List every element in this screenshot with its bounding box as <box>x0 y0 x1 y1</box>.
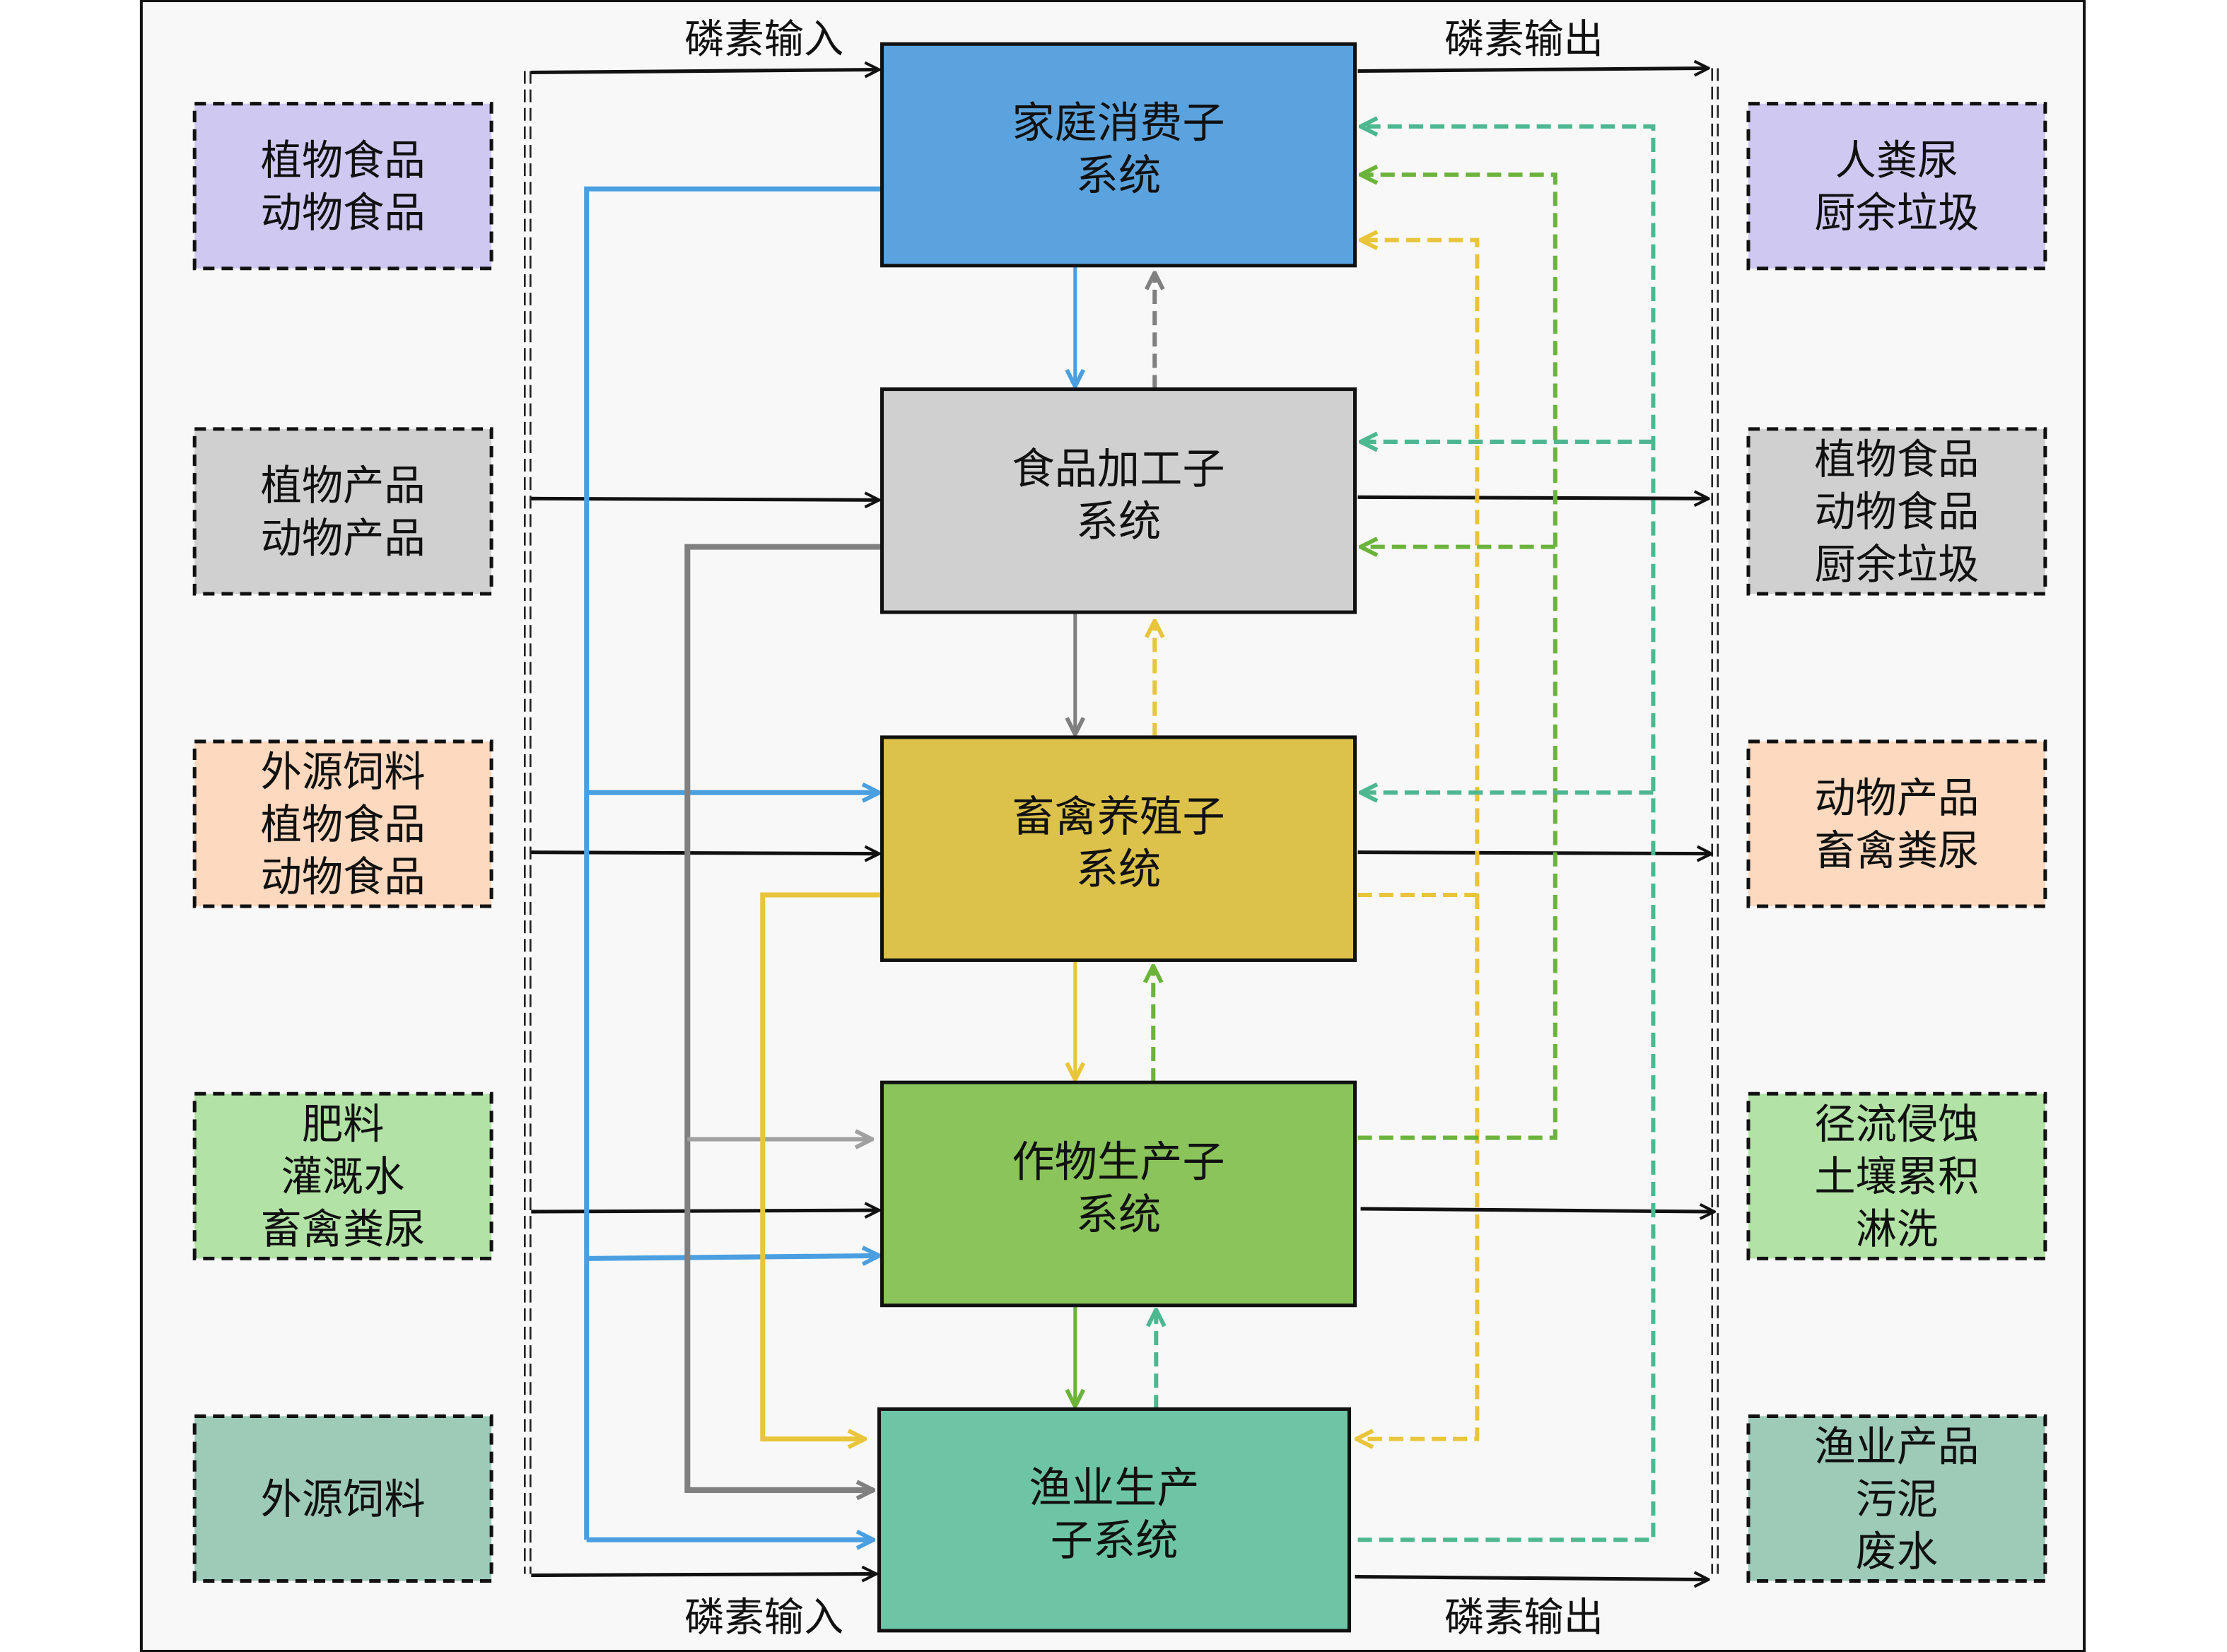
output-sink-1-label-line: 厨余垃圾 <box>1814 189 1979 237</box>
livestock-flows <box>760 240 1480 1439</box>
output-sink-3-label-line: 畜禽粪尿 <box>1814 826 1979 874</box>
subsystem-household-label-line: 家庭消费子 <box>1012 99 1224 148</box>
output-sink-2-label-line: 植物食品 <box>1814 435 1979 484</box>
input-source-4-label-line: 肥料 <box>302 1100 384 1148</box>
food-processing-flows <box>684 273 1155 1490</box>
input-source-2-label-line: 植物产品 <box>261 462 426 510</box>
output-sink-3-rect <box>1746 739 2047 908</box>
subsystem-food-processing-rect <box>880 387 1357 614</box>
system-boundary-left <box>523 71 532 1574</box>
input-arrow-livestock <box>531 853 879 854</box>
input-source-5-label-line: 外源饲料 <box>261 1475 426 1523</box>
subsystem-livestock-label-line: 畜禽养殖子 <box>1012 792 1224 842</box>
flow-label-input-top: 磷素输入 <box>684 16 843 62</box>
output-sink-5-label-line: 污泥 <box>1856 1475 1938 1523</box>
input-source-2-rect <box>192 427 493 596</box>
output-sink-5-label-line: 废水 <box>1856 1528 1938 1576</box>
external-input-arrows <box>531 69 879 1575</box>
flow-label-output-bottom: 磷素输出 <box>1444 1595 1603 1641</box>
input-source-1-label-line: 动物食品 <box>261 189 426 237</box>
output-sink-2-rect <box>1746 427 2047 596</box>
input-source-2-label-line: 动物产品 <box>261 514 426 562</box>
household-flows <box>584 186 1075 1540</box>
output-arrow-food-processing <box>1357 497 1709 498</box>
input-source-5-rect <box>192 1414 493 1583</box>
subsystem-livestock-label-line: 系统 <box>1076 845 1162 895</box>
subsystem-crop-label-line: 作物生产子 <box>1012 1138 1224 1188</box>
fishery-flows <box>1156 127 1656 1542</box>
output-sink-3-label-line: 动物产品 <box>1814 774 1979 822</box>
subsystem-livestock-rect <box>880 735 1357 962</box>
subsystem-fishery-label-line: 子系统 <box>1051 1516 1179 1566</box>
flow-label-input-bottom: 磷素输入 <box>684 1595 843 1641</box>
subsystem-food-processing-label-line: 食品加工子 <box>1012 445 1224 494</box>
output-arrow-fishery <box>1355 1576 1709 1579</box>
output-arrow-household <box>1357 68 1709 71</box>
input-source-5: 外源饲料 <box>192 1414 493 1583</box>
input-source-4-label-line: 灌溉水 <box>281 1153 405 1201</box>
output-sink-2-label-line: 动物食品 <box>1814 488 1979 536</box>
flow-label-output-top: 磷素输出 <box>1444 16 1603 62</box>
input-arrow-food-processing <box>531 498 879 500</box>
output-sink-4-label-line: 土壤累积 <box>1814 1153 1979 1201</box>
output-sink-1-rect <box>1746 102 2047 271</box>
output-sink-1-label-line: 人粪尿 <box>1835 136 1959 184</box>
output-sink-4-rect <box>1746 1091 2047 1260</box>
output-sink-5-rect <box>1746 1414 2047 1583</box>
output-sink-5-label-line: 渔业产品 <box>1814 1422 1979 1470</box>
subsystem-fishery-label-line: 渔业生产 <box>1029 1464 1199 1513</box>
input-source-1-label-line: 植物食品 <box>261 136 426 184</box>
system-boundary-right <box>1711 68 1719 1574</box>
input-arrow-fishery <box>531 1574 876 1575</box>
input-arrow-household <box>531 69 879 72</box>
input-source-3-rect <box>192 739 493 908</box>
input-source-4-label-line: 畜禽粪尿 <box>261 1205 426 1253</box>
subsystem-household-rect <box>880 42 1357 268</box>
subsystem-household-label-line: 系统 <box>1076 151 1162 201</box>
subsystem-food-processing-label-line: 系统 <box>1076 497 1162 546</box>
output-arrow-livestock <box>1357 853 1712 854</box>
subsystem-crop-label-line: 系统 <box>1076 1190 1162 1240</box>
output-sink-2-label-line: 厨余垃圾 <box>1814 541 1979 589</box>
input-arrow-crop <box>531 1210 879 1212</box>
subsystem-crop-rect <box>880 1080 1357 1308</box>
output-sink-4-label-line: 径流侵蚀 <box>1814 1100 1979 1148</box>
subsystem-fishery-rect <box>877 1407 1351 1633</box>
input-source-3-label-line: 外源饲料 <box>261 748 426 796</box>
input-source-1-rect <box>192 102 493 271</box>
input-source-3-label-line: 植物食品 <box>261 800 426 848</box>
crop-flows <box>1075 175 1557 1406</box>
output-sink-4-label-line: 淋洗 <box>1856 1205 1938 1253</box>
input-source-4-rect <box>192 1091 493 1260</box>
input-source-3-label-line: 动物食品 <box>261 853 426 901</box>
